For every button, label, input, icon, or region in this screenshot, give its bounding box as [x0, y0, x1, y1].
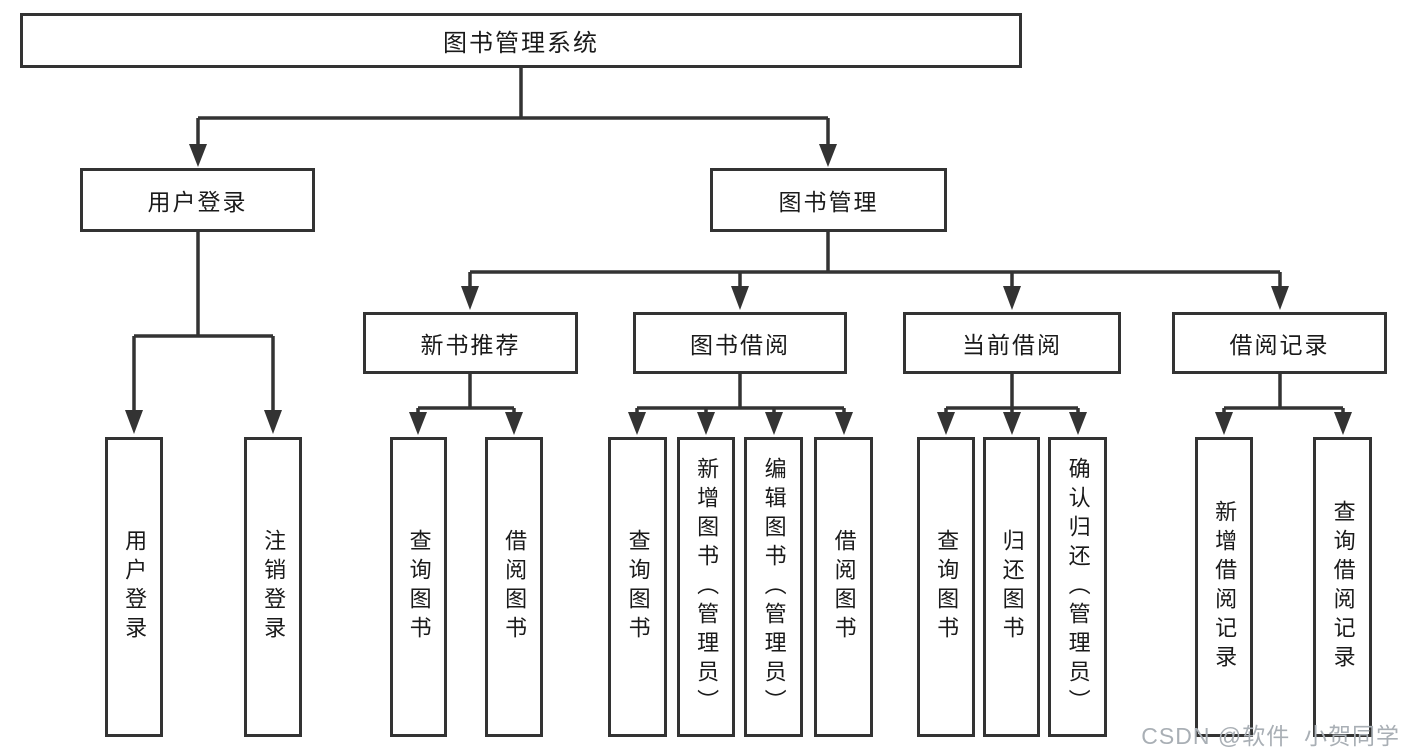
connector-new-book-split: [409, 374, 523, 435]
leaf-add-book-admin: 新增图书（管理员）: [677, 437, 735, 737]
node-label: 注销登录: [261, 529, 287, 645]
leaf-borrow-book: 借阅图书: [814, 437, 873, 737]
node-label: 新增图书（管理员）: [694, 456, 720, 718]
node-new-book-recommendation: 新书推荐: [363, 312, 578, 374]
node-label: 查询图书: [934, 529, 960, 645]
node-borrowing-records: 借阅记录: [1172, 312, 1387, 374]
node-label: 查询借阅记录: [1330, 500, 1356, 674]
connector-book-management-split: [461, 232, 1289, 310]
node-user-login: 用户登录: [80, 168, 315, 232]
leaf-query-borrow-record: 查询借阅记录: [1313, 437, 1372, 737]
node-label: 用户登录: [147, 189, 248, 215]
connector-user-login-split: [125, 232, 282, 434]
connector-borrow-record-split: [1215, 374, 1352, 435]
node-library-management-system: 图书管理系统: [20, 13, 1022, 68]
node-label: 编辑图书（管理员）: [761, 456, 787, 718]
connector-root-split: [189, 68, 837, 167]
node-label: 确认归还（管理员）: [1065, 456, 1091, 718]
node-label: 新书推荐: [420, 332, 521, 358]
node-label: 当前借阅: [962, 332, 1062, 358]
leaf-query-book-borrow: 查询图书: [608, 437, 667, 737]
leaf-edit-book-admin: 编辑图书（管理员）: [744, 437, 803, 737]
leaf-logout: 注销登录: [244, 437, 302, 737]
node-label: 查询图书: [625, 529, 651, 645]
leaf-return-book: 归还图书: [983, 437, 1040, 737]
node-label: 用户登录: [122, 529, 148, 645]
connector-current-borrow-split: [937, 374, 1087, 435]
leaf-borrow-book-recommend: 借阅图书: [485, 437, 543, 737]
leaf-add-borrow-record: 新增借阅记录: [1195, 437, 1253, 737]
node-book-borrowing: 图书借阅: [633, 312, 847, 374]
node-label: 借阅记录: [1229, 332, 1330, 358]
node-label: 图书管理系统: [443, 30, 599, 57]
connector-book-borrow-split: [628, 374, 853, 435]
node-current-borrowing: 当前借阅: [903, 312, 1121, 374]
node-label: 图书借阅: [690, 332, 790, 358]
leaf-confirm-return-admin: 确认归还（管理员）: [1048, 437, 1107, 737]
node-label: 查询图书: [406, 529, 432, 645]
leaf-query-book-current: 查询图书: [917, 437, 975, 737]
node-label: 新增借阅记录: [1212, 500, 1238, 674]
leaf-query-book-recommend: 查询图书: [390, 437, 447, 737]
node-label: 归还图书: [999, 529, 1025, 645]
leaf-user-login: 用户登录: [105, 437, 163, 737]
node-label: 借阅图书: [502, 529, 528, 645]
watermark: CSDN @软件_小贺同学: [1141, 723, 1400, 747]
node-label: 图书管理: [778, 189, 879, 215]
node-book-management: 图书管理: [710, 168, 947, 232]
node-label: 借阅图书: [831, 529, 857, 645]
